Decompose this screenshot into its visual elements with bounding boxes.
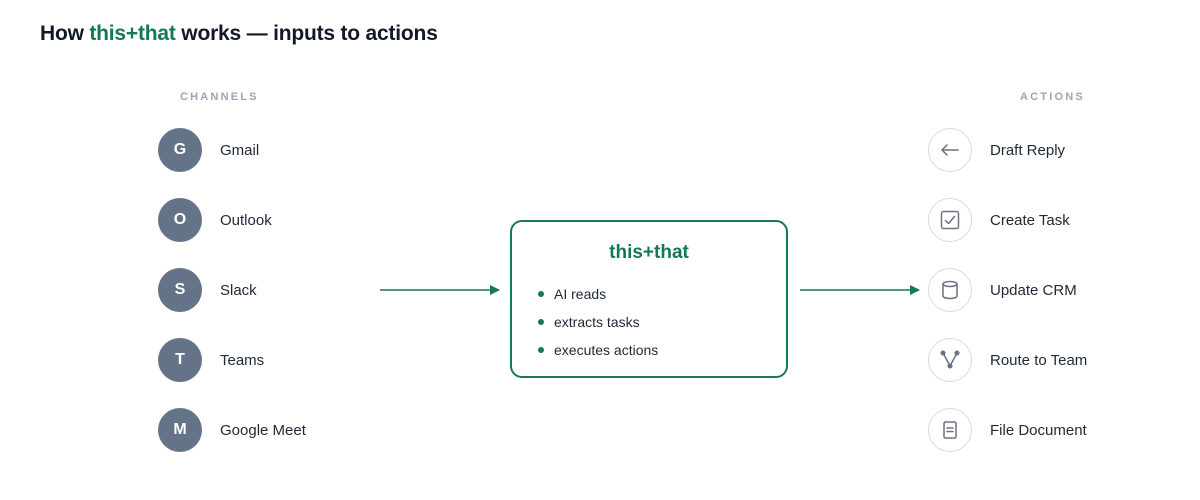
- channel-name: Google Meet: [220, 421, 306, 439]
- channel-avatar: G: [158, 128, 202, 172]
- channel-teams: T Teams: [158, 338, 264, 382]
- database-icon: [928, 268, 972, 312]
- channel-avatar: T: [158, 338, 202, 382]
- title-prefix: How: [40, 22, 90, 45]
- action-name: Draft Reply: [990, 141, 1066, 159]
- hub-steps: AI reads extracts tasks executes actions: [512, 280, 786, 364]
- bullet-icon: [538, 291, 544, 297]
- title-suffix: works — inputs to actions: [175, 22, 438, 45]
- hub-step-label: extracts tasks: [554, 314, 640, 330]
- hub-step: AI reads: [538, 280, 786, 308]
- hub-step: executes actions: [538, 336, 786, 364]
- action-update-crm: Update CRM: [928, 268, 1077, 312]
- channel-avatar: S: [158, 268, 202, 312]
- checkbox-icon: [928, 198, 972, 242]
- action-name: Update CRM: [990, 281, 1077, 299]
- actions-label: ACTIONS: [1020, 91, 1085, 103]
- hub-step: extracts tasks: [538, 308, 786, 336]
- arrow-left-icon: [928, 128, 972, 172]
- channel-name: Teams: [220, 351, 265, 369]
- channel-outlook: O Outlook: [158, 198, 272, 242]
- channel-avatar: M: [158, 408, 202, 452]
- page-title: How this+that works — inputs to actions: [40, 22, 438, 46]
- action-route-to-team: Route to Team: [928, 338, 1087, 382]
- channel-name: Gmail: [220, 141, 260, 159]
- channel-name: Outlook: [220, 211, 272, 229]
- action-name: File Document: [990, 421, 1087, 439]
- document-icon: [928, 408, 972, 452]
- bullet-icon: [538, 347, 544, 353]
- title-brand: this+that: [89, 22, 176, 45]
- route-icon: [928, 338, 972, 382]
- processing-hub: this+that AI reads extracts tasks execut…: [510, 220, 788, 378]
- channel-google-meet: M Google Meet: [158, 408, 306, 452]
- channel-name: Slack: [220, 281, 257, 299]
- action-name: Route to Team: [990, 351, 1088, 369]
- channel-avatar: O: [158, 198, 202, 242]
- action-create-task: Create Task: [928, 198, 1070, 242]
- hub-step-label: AI reads: [554, 286, 607, 302]
- bullet-icon: [538, 319, 544, 325]
- channel-gmail: G Gmail: [158, 128, 259, 172]
- channel-slack: S Slack: [158, 268, 257, 312]
- action-name: Create Task: [990, 211, 1070, 229]
- action-file-document: File Document: [928, 408, 1087, 452]
- channels-label: CHANNELS: [180, 91, 259, 103]
- action-draft-reply: Draft Reply: [928, 128, 1065, 172]
- hub-step-label: executes actions: [554, 342, 659, 358]
- hub-title: this+that: [609, 242, 689, 263]
